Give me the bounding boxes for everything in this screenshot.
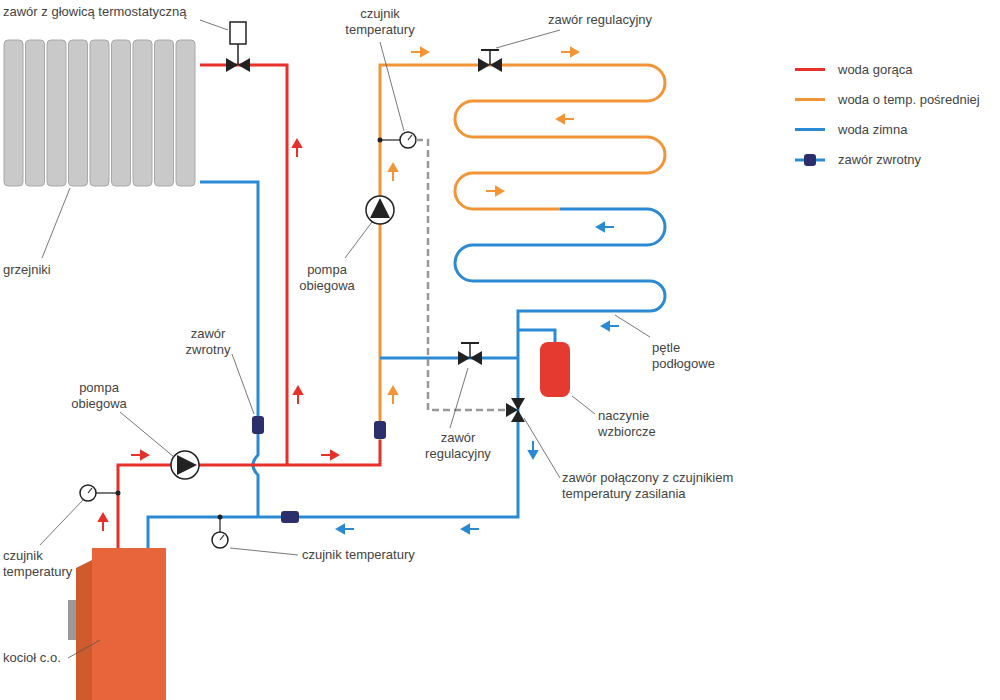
valve-handle xyxy=(461,342,479,344)
sensor-needle xyxy=(88,488,92,493)
radiator-fin xyxy=(69,40,88,186)
legend-text: zawór zwrotny xyxy=(838,152,921,168)
flow-arrow xyxy=(561,48,578,56)
regulating-valve xyxy=(458,351,482,365)
flow-arrow xyxy=(411,48,428,56)
flow-arrow xyxy=(529,441,537,458)
pump-symbol xyxy=(177,455,197,475)
legend-swatch xyxy=(795,68,825,71)
sensor-probe xyxy=(96,492,118,493)
radiator-fin xyxy=(26,40,45,186)
legend-swatch xyxy=(795,128,825,131)
temperature-sensor xyxy=(80,485,96,501)
callout-label: zawór regulacyjny xyxy=(548,12,652,28)
check-valve xyxy=(374,421,386,439)
valve-stem xyxy=(237,44,239,65)
legend-sample xyxy=(794,153,826,167)
mixing-valve xyxy=(506,398,525,422)
legend-text: woda o temp. pośredniej xyxy=(838,92,980,108)
sensor-probe xyxy=(219,517,220,532)
regulating-valve xyxy=(478,58,502,72)
callout-label: zawór zwrotny xyxy=(178,326,238,358)
valve-handle xyxy=(481,49,499,51)
expansion-vessel xyxy=(540,342,570,397)
check-valve xyxy=(252,416,264,434)
callout-label: zawór regulacyjny xyxy=(418,430,498,462)
flow-arrow xyxy=(462,525,479,533)
flow-arrow xyxy=(602,322,619,330)
callout-label: pompa obiegowa xyxy=(68,380,130,412)
callout-label: czujnik temperatury xyxy=(3,548,75,580)
bypass-pipe xyxy=(380,357,518,360)
pump-symbol xyxy=(366,196,394,224)
boiler-door xyxy=(68,600,76,640)
callout-label: czujnik temperatury xyxy=(340,6,420,38)
floor-loop xyxy=(380,65,665,440)
radiator xyxy=(4,40,195,186)
radiator-fin xyxy=(47,40,66,186)
callout-label: kocioł c.o. xyxy=(3,650,61,666)
temperature-sensor xyxy=(400,132,416,148)
legend-swatch xyxy=(795,98,825,101)
valve-stem xyxy=(489,50,491,65)
boiler xyxy=(92,548,166,700)
flow-arrow xyxy=(389,164,397,181)
valve-body xyxy=(226,58,250,72)
callout-label: zawór z głowicą termostatyczną xyxy=(3,4,187,20)
pump-symbol xyxy=(171,451,199,479)
flow-arrow xyxy=(294,387,302,404)
supply-pipe xyxy=(200,65,287,465)
flow-arrow xyxy=(557,115,574,123)
sensor-probe xyxy=(380,139,400,140)
flow-arrow xyxy=(293,140,301,157)
flow-arrow xyxy=(321,451,338,459)
flow-arrow xyxy=(337,525,354,533)
callout-label: grzejniki xyxy=(3,262,51,278)
radiator-fin xyxy=(133,40,152,186)
control-line xyxy=(416,140,505,410)
callout-label: naczynie wzbiorcze xyxy=(598,408,688,440)
flow-arrow xyxy=(131,451,148,459)
callout-label: pompa obiegowa xyxy=(297,262,357,294)
callout-label: pętle podłogowe xyxy=(652,340,742,372)
vessel-pipe xyxy=(518,330,555,342)
callout-label: czujnik temperatury xyxy=(302,547,415,563)
supply-pipe xyxy=(118,440,380,548)
flow-arrow xyxy=(99,514,107,531)
boiler-side xyxy=(76,560,92,700)
radiator-fin xyxy=(176,40,195,186)
check-valve xyxy=(281,511,299,523)
valve-stem xyxy=(469,343,471,358)
sensor-needle xyxy=(408,135,412,140)
radiator-fin xyxy=(112,40,131,186)
flow-arrows xyxy=(99,48,619,533)
thermostatic-head xyxy=(230,22,246,44)
radiator-fin xyxy=(155,40,174,186)
radiator-fin xyxy=(4,40,23,186)
pump-symbol xyxy=(370,198,390,218)
flow-arrow xyxy=(486,187,503,195)
sensor-needle xyxy=(220,535,224,540)
radiator-fin xyxy=(90,40,109,186)
legend-text: woda gorąca xyxy=(838,62,912,78)
temperature-sensor xyxy=(212,532,228,548)
flow-arrow xyxy=(389,387,397,404)
leader-lines xyxy=(40,20,650,658)
legend-text: woda zimna xyxy=(838,122,907,138)
callout-label: zawór połączony z czujnikiem temperatury… xyxy=(562,470,737,502)
flow-arrow xyxy=(597,223,614,231)
